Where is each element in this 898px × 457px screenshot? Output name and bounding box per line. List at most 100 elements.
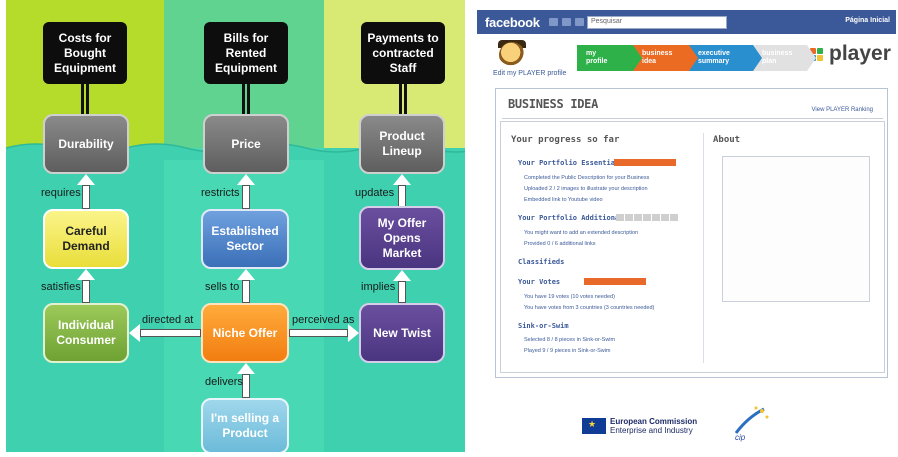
business-diagram: Costs for Bought Equipment Bills for Ren… — [6, 0, 465, 457]
essentials-line[interactable]: Completed the Public Description for you… — [524, 175, 650, 181]
box-individual-consumer: Individual Consumer — [43, 303, 129, 363]
box-selling-product: I'm selling a Product — [201, 398, 289, 454]
sink-line[interactable]: Played 9 / 9 pieces in Sink-or-Swim — [524, 348, 611, 354]
step-label: my — [586, 50, 597, 57]
label-delivers: delivers — [205, 376, 243, 388]
facebook-top-bar: facebook Pesquisar Página Inicial — [477, 10, 896, 34]
step-my-profile[interactable]: my profile — [577, 45, 642, 71]
search-input[interactable]: Pesquisar — [587, 16, 727, 29]
panel-inner — [500, 121, 885, 373]
label-restricts: restricts — [201, 187, 240, 199]
progress-steps: my profile business idea executive summa… — [577, 45, 816, 71]
arrow-up-icon — [77, 269, 95, 280]
arrow-shaft — [242, 374, 250, 398]
step-label: summary — [698, 58, 730, 65]
box-new-twist: New Twist — [359, 303, 445, 363]
arrow-left-icon — [129, 324, 140, 342]
connector-pipe — [242, 84, 250, 114]
arrow-shaft — [398, 281, 406, 303]
ec-line2: Enterprise and Industry — [610, 426, 693, 435]
arrow-up-icon — [237, 269, 255, 280]
box-established-sector: Established Sector — [201, 209, 289, 269]
step-label: plan — [762, 58, 777, 65]
arrow-shaft — [82, 185, 90, 209]
arrow-up-icon — [77, 174, 95, 185]
additional-progress-bar — [616, 214, 678, 221]
edit-profile-link[interactable]: Edit my PLAYER profile — [493, 70, 567, 77]
arrow-shaft — [289, 329, 348, 337]
arrow-up-icon — [237, 174, 255, 185]
section-essentials-link[interactable]: Your Portfolio Essentials — [518, 159, 624, 167]
arrow-up-icon — [237, 363, 255, 374]
cip-label: cip — [735, 433, 746, 442]
ec-line1: European Commission — [610, 417, 698, 426]
sink-line[interactable]: Selected 8 / 8 pieces in Sink-or-Swim — [524, 337, 616, 343]
step-business-idea[interactable]: business idea — [633, 45, 698, 71]
label-satisfies: satisfies — [41, 281, 81, 293]
arrow-up-icon — [393, 270, 411, 281]
votes-line[interactable]: You have 19 votes (10 votes needed) — [524, 294, 615, 300]
arrow-shaft — [140, 329, 201, 337]
connector-pipe — [399, 84, 407, 114]
about-title: About — [713, 135, 741, 145]
friend-requests-icon[interactable] — [549, 18, 558, 26]
step-label: profile — [586, 58, 608, 65]
player-brand: player — [829, 42, 891, 66]
additional-line[interactable]: Provided 0 / 6 additional links — [524, 241, 596, 247]
step-business-plan[interactable]: business plan — [753, 45, 816, 71]
divider — [502, 118, 883, 119]
essentials-line[interactable]: Embedded link to Youtube video — [524, 197, 603, 203]
section-additional-link[interactable]: Your Portfolio Additional — [518, 214, 624, 222]
about-textarea[interactable] — [722, 156, 870, 302]
step-executive-summary[interactable]: executive summary — [689, 45, 762, 71]
connector-pipe — [81, 84, 89, 114]
step-label: idea — [642, 58, 657, 65]
box-product-lineup: Product Lineup — [359, 114, 445, 174]
label-sells-to: sells to — [205, 281, 240, 293]
label-requires: requires — [41, 187, 81, 199]
notification-icons — [549, 18, 584, 26]
essentials-progress-bar — [614, 159, 676, 166]
player-mascot-icon[interactable] — [499, 42, 525, 68]
box-my-offer-opens-market: My Offer Opens Market — [359, 206, 445, 270]
step-label: business — [762, 50, 793, 57]
arrow-shaft — [242, 280, 250, 303]
box-durability: Durability — [43, 114, 129, 174]
label-implies: implies — [361, 281, 396, 293]
label-directed-at: directed at — [142, 314, 194, 326]
facebook-logo[interactable]: facebook — [485, 15, 540, 30]
box-costs-bought-equipment: Costs for Bought Equipment — [43, 22, 127, 84]
box-payments-contracted-staff: Payments to contracted Staff — [361, 22, 445, 84]
arrow-shaft — [242, 185, 250, 209]
player-brand-text: player — [829, 42, 891, 65]
facebook-app-screenshot: facebook Pesquisar Página Inicial Edit m… — [477, 0, 898, 457]
arrow-right-icon — [348, 324, 359, 342]
step-label: executive — [698, 50, 730, 57]
ec-logo-text: European Commission Enterprise and Indus… — [610, 417, 697, 435]
box-bills-rented-equipment: Bills for Rented Equipment — [204, 22, 288, 84]
messages-icon[interactable] — [562, 18, 571, 26]
business-idea-panel: BUSINESS IDEA View PLAYER Ranking Your p… — [495, 88, 888, 378]
section-votes-link[interactable]: Your Votes — [518, 278, 561, 286]
frame-bottom — [6, 452, 465, 457]
essentials-line[interactable]: Uploaded 2 / 2 images to illustrate your… — [524, 186, 648, 192]
box-price: Price — [203, 114, 289, 174]
arrow-up-icon — [393, 174, 411, 185]
votes-line[interactable]: You have votes from 3 countries (3 count… — [524, 305, 655, 311]
panel-title: BUSINESS IDEA — [508, 97, 599, 111]
section-sink-or-swim-link[interactable]: Sink-or-Swim — [518, 322, 569, 330]
eu-flag-icon — [582, 418, 606, 434]
additional-line[interactable]: You might want to add an extended descri… — [524, 230, 639, 236]
notifications-icon[interactable] — [575, 18, 584, 26]
section-classifieds-link[interactable]: Classifieds — [518, 258, 565, 266]
step-label: business — [642, 50, 673, 57]
divider — [703, 133, 704, 363]
home-link[interactable]: Página Inicial — [845, 17, 890, 24]
progress-title: Your progress so far — [511, 135, 620, 145]
box-careful-demand: Careful Demand — [43, 209, 129, 269]
view-ranking-link[interactable]: View PLAYER Ranking — [811, 107, 873, 113]
label-perceived-as: perceived as — [292, 314, 355, 326]
box-niche-offer: Niche Offer — [201, 303, 289, 363]
arrow-shaft — [82, 280, 90, 303]
votes-progress-bar — [584, 278, 646, 285]
